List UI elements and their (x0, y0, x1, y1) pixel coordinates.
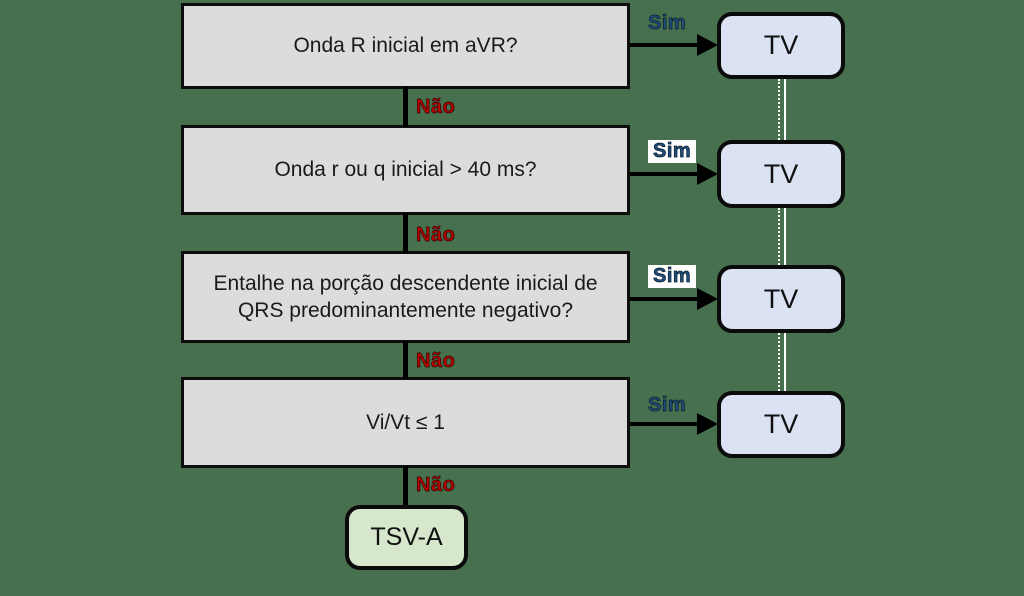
yes-arrow-shaft-4 (630, 422, 700, 426)
question-box-4: Vi/Vt ≤ 1 (181, 377, 630, 468)
no-label-4: Não (416, 474, 456, 497)
tsva-outcome-box: TSV-A (345, 505, 468, 570)
tv-outcome-box-1: TV (717, 12, 845, 79)
question-text-4: Vi/Vt ≤ 1 (366, 410, 445, 434)
tv-outcome-box-3: TV (717, 265, 845, 333)
no-connector-line-3 (403, 341, 408, 379)
tv-outcome-box-4: TV (717, 391, 845, 458)
tv-connector-line-3 (778, 333, 786, 391)
tsva-label: TSV-A (370, 523, 443, 551)
yes-label-1: Sim (648, 12, 687, 35)
yes-arrowhead-icon-2 (697, 163, 718, 185)
tv-label-2: TV (763, 158, 799, 189)
yes-arrow-shaft-2 (630, 172, 700, 176)
question-text-3: Entalhe na porção descendente inicial de… (213, 271, 598, 322)
tv-connector-line-1 (778, 79, 786, 140)
question-box-3: Entalhe na porção descendente inicial de… (181, 251, 630, 343)
tv-label-1: TV (763, 30, 799, 60)
question-box-1: Onda R inicial em aVR? (181, 3, 630, 89)
no-connector-line-1 (403, 87, 408, 127)
yes-label-4: Sim (648, 394, 687, 417)
yes-arrowhead-icon-3 (697, 288, 718, 310)
yes-label-2: Sim (648, 140, 697, 163)
no-label-1: Não (416, 96, 456, 119)
yes-arrow-shaft-1 (630, 43, 700, 47)
yes-arrow-shaft-3 (630, 297, 700, 301)
tv-outcome-box-2: TV (717, 140, 845, 208)
tv-label-4: TV (763, 409, 799, 439)
no-label-3: Não (416, 350, 456, 373)
yes-arrowhead-icon-1 (697, 34, 718, 56)
tv-label-3: TV (763, 283, 799, 314)
question-text-2: Onda r ou q inicial > 40 ms? (274, 158, 537, 182)
question-box-2: Onda r ou q inicial > 40 ms? (181, 125, 630, 215)
tv-connector-line-2 (778, 208, 786, 265)
question-text-1: Onda R inicial em aVR? (293, 34, 518, 58)
yes-arrowhead-icon-4 (697, 413, 718, 435)
yes-label-3: Sim (648, 265, 697, 288)
no-label-2: Não (416, 224, 456, 247)
no-connector-line-4 (403, 466, 408, 507)
no-connector-line-2 (403, 213, 408, 253)
